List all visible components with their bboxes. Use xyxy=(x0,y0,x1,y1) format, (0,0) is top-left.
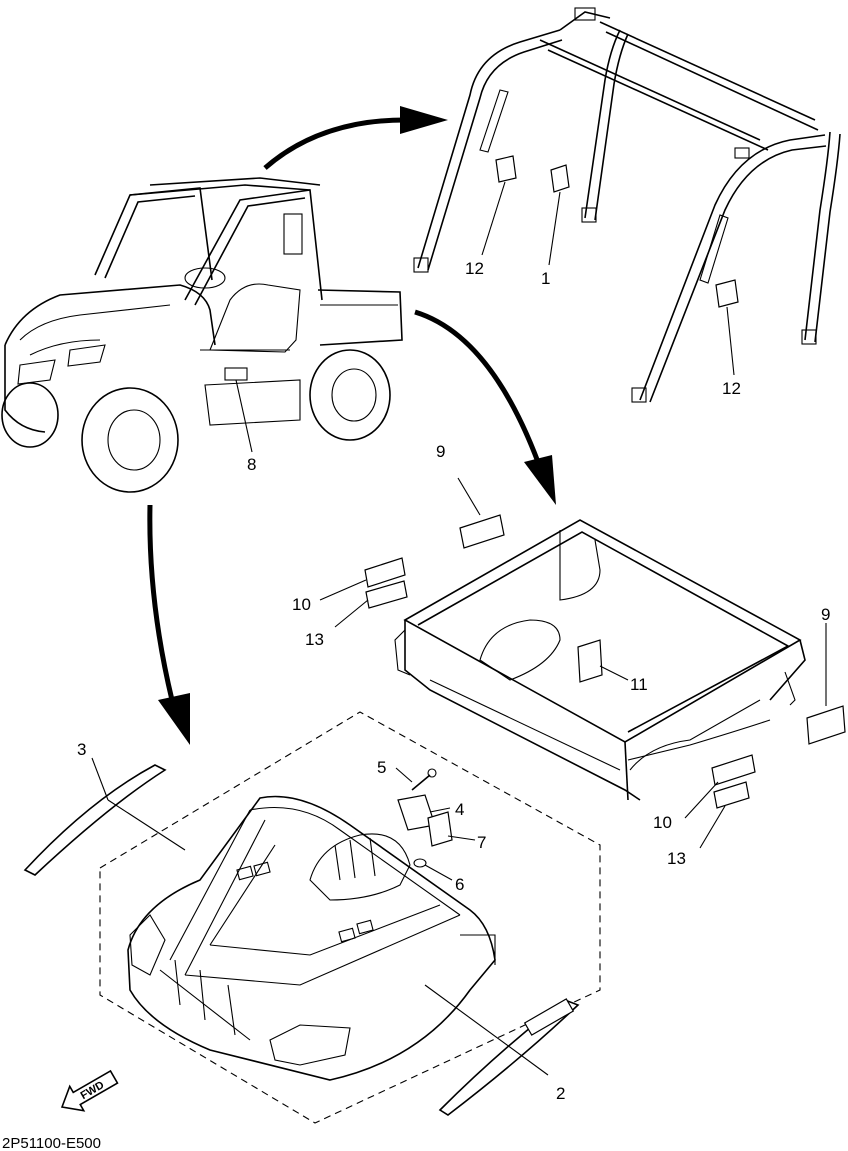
hood-illustration xyxy=(99,711,601,1124)
arrow-to-cage xyxy=(263,106,448,170)
decal-2-strip xyxy=(438,999,580,1116)
part-code: 2P51100-E500 xyxy=(2,1135,101,1151)
decal-9-top xyxy=(459,514,505,549)
decal-13-rear xyxy=(713,781,750,809)
callout-12-rear: 12 xyxy=(722,379,741,398)
plate-7 xyxy=(427,811,453,847)
callout-13-left: 13 xyxy=(305,630,324,649)
callout-6: 6 xyxy=(455,875,464,894)
utv-vehicle-illustration xyxy=(1,177,403,493)
callout-12-front: 12 xyxy=(465,259,484,278)
grommet-6 xyxy=(413,858,427,868)
callout-3: 3 xyxy=(77,740,86,759)
decal-rhino-rear xyxy=(711,754,756,786)
decal-3-strip xyxy=(23,764,167,876)
decal-10-left xyxy=(364,557,406,588)
decal-11-bed xyxy=(577,639,603,683)
roll-cage-illustration xyxy=(413,7,841,403)
cargo-bed-illustration xyxy=(394,519,806,801)
rhino-decal-hood xyxy=(523,998,575,1036)
callout-9-rear: 9 xyxy=(821,605,830,624)
decal-4x4-badge xyxy=(806,705,846,745)
callout-2: 2 xyxy=(556,1084,565,1103)
callout-10-rear: 10 xyxy=(653,813,672,832)
decal-13-left xyxy=(365,580,408,609)
fwd-direction-arrow: FWD xyxy=(60,1069,119,1112)
callout-7: 7 xyxy=(477,833,486,852)
rivet-5 xyxy=(411,768,437,791)
arrow-to-hood xyxy=(147,504,190,745)
callout-5: 5 xyxy=(377,758,386,777)
callout-1: 1 xyxy=(541,269,550,288)
callout-8: 8 xyxy=(247,455,256,474)
callout-11: 11 xyxy=(630,675,648,694)
callout-9-bed: 9 xyxy=(436,442,445,461)
fwd-label: FWD xyxy=(79,1079,107,1102)
callout-4: 4 xyxy=(455,800,464,819)
callout-10-left: 10 xyxy=(292,595,311,614)
arrow-to-bed xyxy=(414,309,556,505)
callout-13-rear: 13 xyxy=(667,849,686,868)
